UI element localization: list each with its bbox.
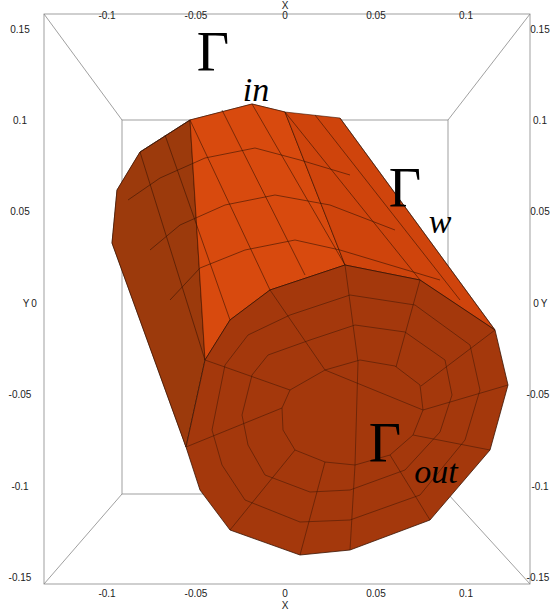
boundary-subscript: out bbox=[414, 455, 457, 489]
tick-label: 0.05 bbox=[366, 11, 385, 21]
tick-label: -0.1 bbox=[531, 482, 548, 492]
tick-label: 0 bbox=[31, 299, 37, 309]
tick-label: 0.15 bbox=[530, 25, 549, 35]
axis-name: Y bbox=[541, 299, 548, 309]
tick-label: -0.15 bbox=[527, 573, 550, 583]
boundary-subscript: in bbox=[243, 73, 269, 107]
tick-label: 0.15 bbox=[10, 25, 29, 35]
tick-label: 0.1 bbox=[459, 11, 473, 21]
tick-label: 0.05 bbox=[10, 207, 29, 217]
tick-label: 0 bbox=[282, 11, 288, 21]
tick-label: 0.05 bbox=[366, 589, 385, 599]
tick-label: 0.1 bbox=[459, 589, 473, 599]
tick-label: 0.05 bbox=[530, 207, 549, 217]
tick-label: 0.1 bbox=[13, 116, 27, 126]
tick-label: -0.05 bbox=[9, 390, 32, 400]
tick-label: 0 bbox=[282, 589, 288, 599]
boundary-symbol: Γ bbox=[389, 160, 421, 216]
tick-label: -0.05 bbox=[185, 589, 208, 599]
tick-label: -0.15 bbox=[9, 573, 32, 583]
axis-name: Y bbox=[23, 299, 30, 309]
tick-label: -0.05 bbox=[185, 11, 208, 21]
tick-label: 0.1 bbox=[533, 116, 547, 126]
tick-label: -0.05 bbox=[527, 390, 550, 400]
axis-name: X bbox=[282, 1, 289, 11]
axis-name: X bbox=[282, 601, 289, 611]
tick-label: -0.1 bbox=[98, 11, 115, 21]
boundary-symbol: Γ bbox=[369, 415, 401, 471]
boundary-subscript: w bbox=[429, 205, 452, 239]
tick-label: -0.1 bbox=[98, 589, 115, 599]
tick-label: -0.1 bbox=[11, 482, 28, 492]
boundary-symbol: Γ bbox=[197, 24, 229, 80]
tick-label: 0 bbox=[533, 299, 539, 309]
